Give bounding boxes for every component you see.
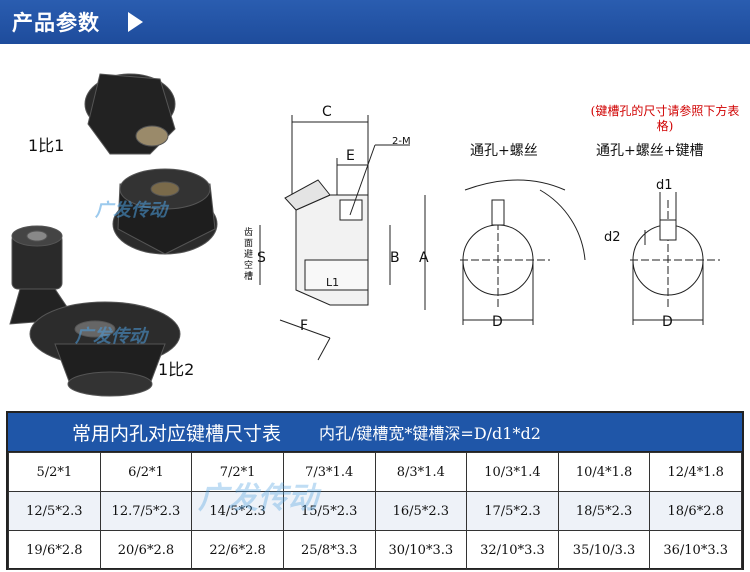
table-cell: 12/4*1.8 bbox=[649, 452, 742, 492]
table-cell: 6/2*1 bbox=[99, 452, 193, 492]
dim-label-f: F bbox=[300, 318, 309, 334]
dim-label-d1: d1 bbox=[656, 178, 673, 193]
table-cell: 12.7/5*2.3 bbox=[99, 491, 193, 531]
table-cell: 7/2*1 bbox=[191, 452, 284, 492]
gear-photos: 1比1 1比2 广发传动 广发传动 bbox=[0, 44, 250, 404]
dim-label-e: E bbox=[346, 148, 355, 164]
table-cell: 30/10*3.3 bbox=[374, 530, 468, 570]
table-cell: 5/2*1 bbox=[8, 452, 101, 492]
table-cell: 14/5*2.3 bbox=[191, 491, 284, 531]
dim-label-b: B bbox=[390, 250, 400, 266]
gear-pair-2 bbox=[9, 225, 181, 397]
table-cell: 10/4*1.8 bbox=[557, 452, 651, 492]
table-cell: 20/6*2.8 bbox=[99, 530, 193, 570]
technical-drawing bbox=[259, 115, 720, 361]
table-cell: 18/6*2.8 bbox=[649, 491, 742, 531]
keyway-note: (键槽孔的尺寸请参照下方表格) bbox=[590, 104, 740, 133]
table-header: 常用内孔对应键槽尺寸表 内孔/键槽宽*键槽深=D/d1*d2 bbox=[8, 413, 742, 452]
table-cell: 17/5*2.3 bbox=[466, 491, 559, 531]
ratio-label-1: 1比1 bbox=[28, 136, 65, 155]
table-cell: 19/6*2.8 bbox=[8, 530, 101, 570]
gear-pair-1 bbox=[84, 73, 218, 255]
header-bar: 产品参数 bbox=[0, 0, 750, 44]
table-cell: 22/6*2.8 bbox=[191, 530, 284, 570]
caption-through-hole-screw-key: 通孔+螺丝+键槽 bbox=[596, 143, 704, 159]
table-title: 常用内孔对应键槽尺寸表 bbox=[72, 422, 282, 445]
table-watermark: 广发传动 bbox=[198, 481, 318, 516]
dim-label-d-right: D bbox=[662, 314, 673, 330]
caption-through-hole-screw: 通孔+螺丝 bbox=[470, 143, 538, 159]
table-cell: 25/8*3.3 bbox=[282, 530, 376, 570]
table-subtitle: 内孔/键槽宽*键槽深=D/d1*d2 bbox=[319, 424, 541, 443]
table-cell: 32/10*3.3 bbox=[466, 530, 559, 570]
table-cell: 16/5*2.3 bbox=[374, 491, 468, 531]
ratio-label-2: 1比2 bbox=[158, 360, 195, 379]
arrow-right-icon bbox=[128, 12, 143, 32]
gear-photo-illustration bbox=[9, 73, 218, 397]
side-note-label: 齿面避空槽 bbox=[244, 228, 254, 282]
dim-label-s: S bbox=[257, 250, 266, 266]
table-cell: 36/10*3.3 bbox=[649, 530, 742, 570]
table-cell: 35/10/3.3 bbox=[557, 530, 651, 570]
table-cell: 18/5*2.3 bbox=[557, 491, 651, 531]
dim-label-c: C bbox=[322, 104, 332, 120]
table-cell: 10/3*1.4 bbox=[466, 452, 559, 492]
dim-label-d2: d2 bbox=[604, 230, 621, 245]
table-cell: 8/3*1.4 bbox=[374, 452, 468, 492]
watermark-1: 广发传动 bbox=[95, 200, 167, 221]
watermark-2: 广发传动 bbox=[75, 326, 147, 347]
dim-label-d-left: D bbox=[492, 314, 503, 330]
table-cell: 12/5*2.3 bbox=[8, 491, 101, 531]
table-cell: 7/3*1.4 bbox=[282, 452, 376, 492]
dim-label-a: A bbox=[419, 250, 429, 266]
table-cell: 15/5*2.3 bbox=[282, 491, 376, 531]
dim-label-l1: L1 bbox=[326, 276, 340, 289]
dim-label-m: 2-M bbox=[392, 136, 411, 147]
page-title: 产品参数 bbox=[12, 11, 100, 35]
